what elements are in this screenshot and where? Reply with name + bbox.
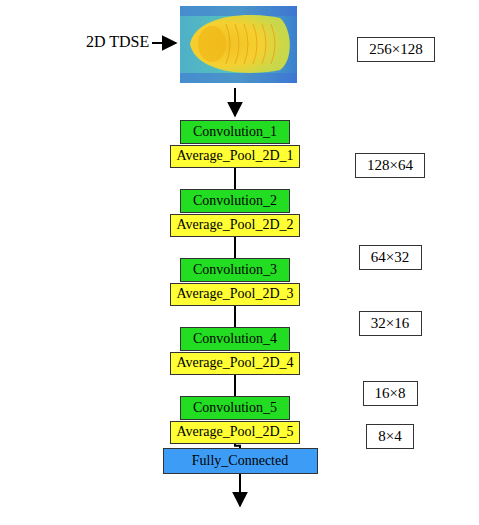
flow-arrow [234, 88, 236, 116]
dimension-box: 16×8 [363, 381, 418, 406]
pooling-box: Average_Pool_2D_4 [170, 352, 300, 375]
node-text: Convolution_1 [193, 124, 277, 140]
dimension-box: 128×64 [355, 153, 425, 178]
wave-stroke [262, 24, 266, 64]
pooling-box: Average_Pool_2D_1 [170, 145, 300, 168]
node-text: Average_Pool_2D_5 [176, 424, 293, 440]
node-text: 64×32 [371, 249, 409, 265]
input-arrow [152, 42, 176, 44]
connector-line [234, 306, 236, 328]
node-text: Convolution_3 [193, 262, 277, 278]
node-text: Fully_Connected [192, 453, 288, 469]
fully-connected-box: Fully_Connected [163, 448, 318, 474]
wave-stroke [244, 24, 248, 64]
node-text: Average_Pool_2D_4 [176, 355, 293, 371]
wave-stroke [253, 24, 257, 64]
pooling-box: Average_Pool_2D_2 [170, 214, 300, 237]
node-text: Average_Pool_2D_3 [176, 286, 293, 302]
output-arrow [239, 474, 241, 506]
tdse-heatmap [180, 6, 297, 83]
node-text: Convolution_2 [193, 193, 277, 209]
convolution-box: Convolution_3 [180, 258, 290, 282]
convolution-box: Convolution_2 [180, 189, 290, 213]
connector-line [234, 375, 236, 397]
dimension-box: 8×4 [366, 424, 414, 449]
wave-stroke [271, 24, 275, 64]
dimension-box: 256×128 [357, 37, 435, 62]
pooling-box: Average_Pool_2D_5 [170, 421, 300, 444]
wave-stroke [235, 24, 239, 64]
connector-line [234, 168, 236, 190]
node-text: 128×64 [367, 157, 413, 173]
node-text: Average_Pool_2D_1 [176, 148, 293, 164]
node-text: Convolution_5 [193, 400, 277, 416]
convolution-box: Convolution_1 [180, 120, 290, 144]
convolution-box: Convolution_5 [180, 396, 290, 420]
node-text: 32×16 [371, 315, 409, 331]
node-text: Average_Pool_2D_2 [176, 217, 293, 233]
wave-stroke [226, 24, 230, 64]
node-text: 256×128 [369, 41, 422, 57]
node-text: 8×4 [378, 428, 401, 444]
pooling-box: Average_Pool_2D_3 [170, 283, 300, 306]
dimension-box: 64×32 [359, 245, 422, 270]
convolution-box: Convolution_4 [180, 327, 290, 351]
connector-line [234, 237, 236, 259]
node-text: Convolution_4 [193, 331, 277, 347]
node-text: 16×8 [375, 385, 406, 401]
input-label: 2D TDSE [86, 33, 149, 51]
dimension-box: 32×16 [359, 311, 422, 336]
